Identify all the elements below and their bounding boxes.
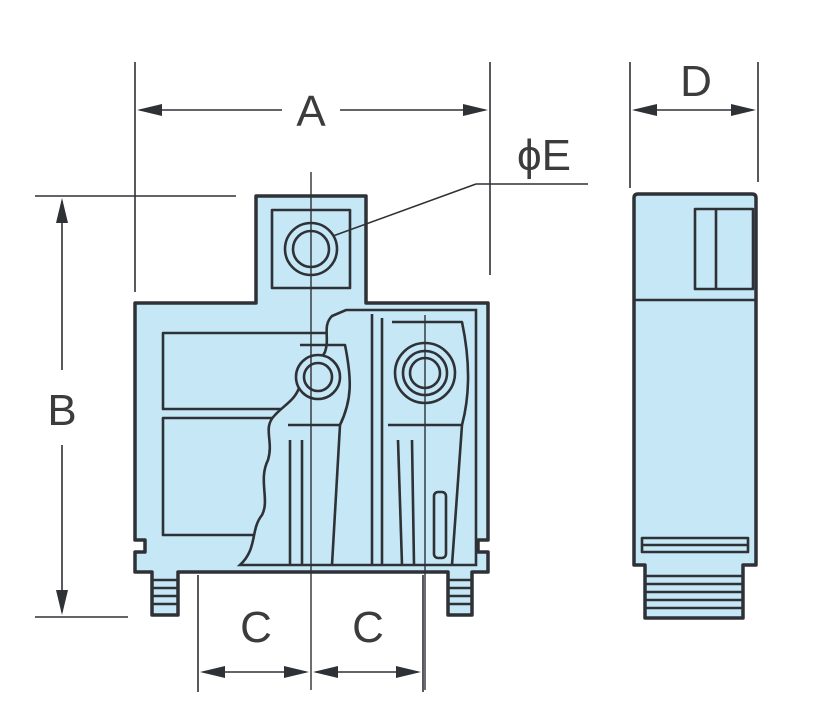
dim-label-c-left: C <box>240 603 272 652</box>
left-terminal-screw <box>294 353 342 401</box>
front-view <box>133 172 490 690</box>
left-terminal <box>300 343 352 566</box>
dimension-b: B <box>35 195 236 618</box>
dim-label-a: A <box>296 87 326 136</box>
right-foot-thread <box>448 578 472 606</box>
dimension-a: A <box>134 62 491 292</box>
right-terminal <box>392 320 470 566</box>
dimension-c-left: C <box>197 575 309 692</box>
dim-label-d: D <box>680 57 712 106</box>
dim-label-b: B <box>47 386 76 435</box>
left-foot-thread <box>152 578 178 606</box>
right-latch <box>432 490 448 560</box>
side-window <box>693 207 755 291</box>
dimension-e: ϕE <box>332 131 588 237</box>
dimension-c-right: C <box>313 575 424 692</box>
dim-label-e: ϕE <box>517 131 571 180</box>
side-view <box>632 192 758 620</box>
dimension-d: D <box>629 57 759 188</box>
side-thread <box>645 574 743 610</box>
dim-label-c-right: C <box>352 603 384 652</box>
